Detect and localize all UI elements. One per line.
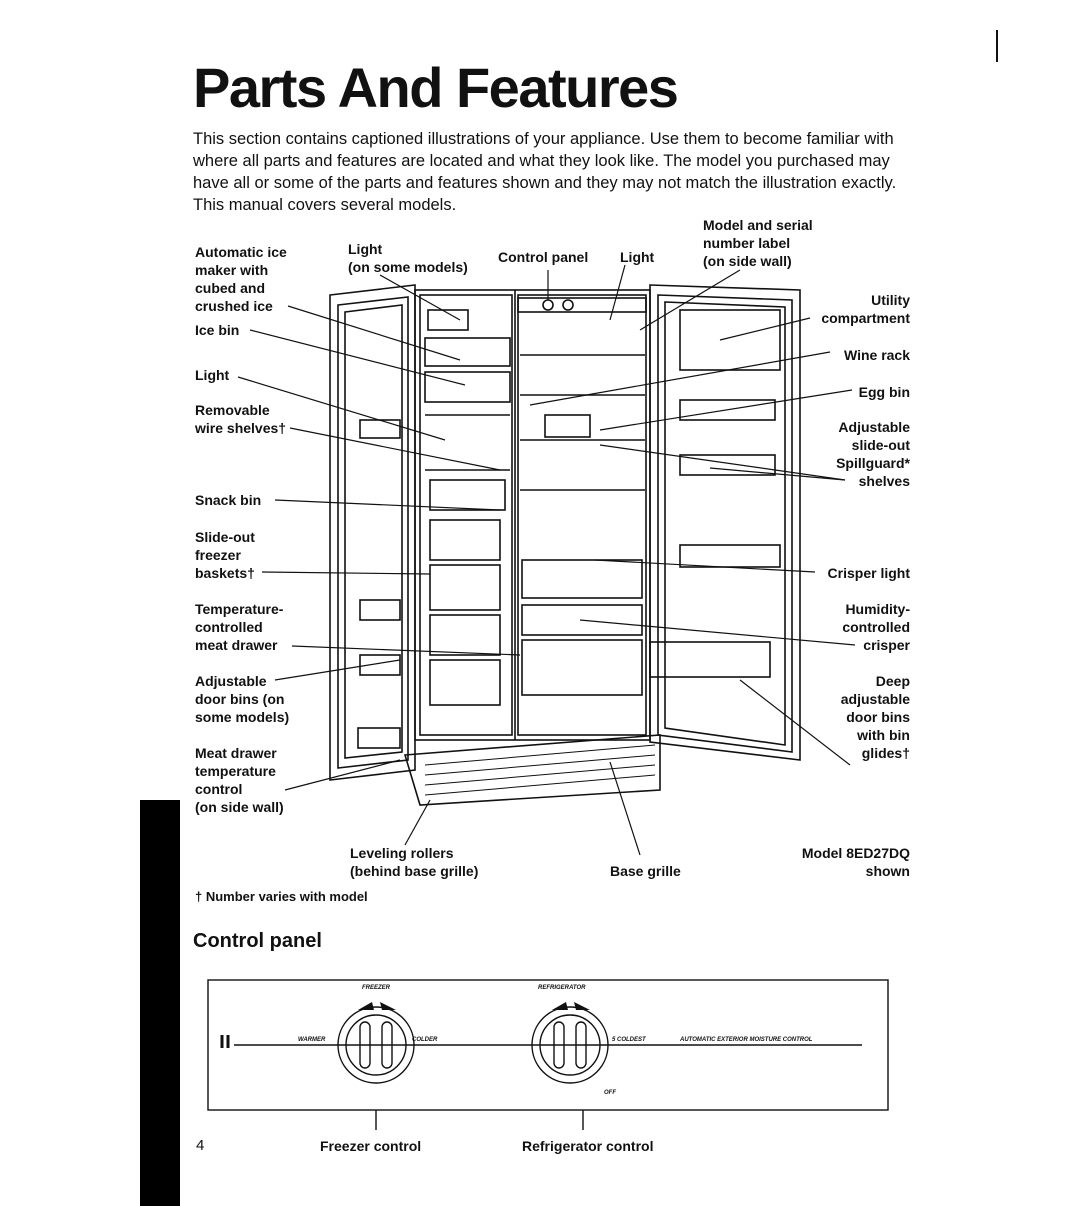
off-label: OFF xyxy=(604,1090,616,1096)
label-ice-bin: Ice bin xyxy=(195,322,240,338)
label-removable-wire-shelves: Removable wire shelves† xyxy=(195,402,287,436)
label-light-top-right: Light xyxy=(620,249,655,265)
label-snack-bin: Snack bin xyxy=(195,492,262,508)
fridge-door xyxy=(649,284,801,761)
label-control-panel: Control panel xyxy=(498,249,589,265)
label-freezer-baskets: Slide-out freezer baskets† xyxy=(195,529,255,581)
label-adjustable-door-bins: Adjustable door bins (on some models) xyxy=(195,673,290,725)
colder-label: COLDER xyxy=(412,1037,438,1043)
label-egg-bin: Egg bin xyxy=(858,384,910,400)
label-meat-drawer-control: Meat drawer temperature control (on side… xyxy=(195,745,284,815)
section-heading-control-panel: Control panel xyxy=(193,930,322,952)
refrigerator-dial xyxy=(531,1006,609,1084)
freezer-title: FREEZER xyxy=(362,985,391,991)
label-crisper-light: Crisper light xyxy=(827,565,910,581)
label-model-shown: Model 8ED27DQ shown xyxy=(801,845,910,879)
label-leveling-rollers: Leveling rollers (behind base grille) xyxy=(350,845,479,879)
moisture-control-label: AUTOMATIC EXTERIOR MOISTURE CONTROL xyxy=(680,1037,813,1043)
footnote: † Number varies with model xyxy=(195,889,368,904)
intro-paragraph: This section contains captioned illustra… xyxy=(193,130,897,214)
page-title: Parts And Features xyxy=(193,56,679,119)
control-panel-box xyxy=(207,979,889,1111)
label-light-top: Light (on some models) xyxy=(348,241,468,275)
refrigerator-control-caption: Refrigerator control xyxy=(522,1138,654,1154)
freezer-dial xyxy=(337,1006,415,1084)
freezer-door xyxy=(329,284,416,781)
label-wine-rack: Wine rack xyxy=(843,347,910,363)
side-tab-bar xyxy=(140,800,180,1206)
label-deep-door-bins: Deep adjustable door bins with bin glide… xyxy=(840,673,910,761)
label-utility-compartment: Utility compartment xyxy=(821,292,910,326)
label-automatic-ice-maker: Automatic ice maker with cubed and crush… xyxy=(195,244,287,314)
warmer-label: WARMER xyxy=(298,1037,326,1043)
label-model-serial: Model and serial number label (on side w… xyxy=(703,217,813,269)
label-spillguard-shelves: Adjustable slide-out Spillguard* shelves xyxy=(836,419,910,489)
page-number: 4 xyxy=(196,1137,205,1154)
label-base-grille: Base grille xyxy=(610,863,681,879)
freezer-control-caption: Freezer control xyxy=(320,1138,422,1154)
label-humidity-crisper: Humidity- controlled crisper xyxy=(842,601,910,653)
refrigerator-title: REFRIGERATOR xyxy=(538,985,586,991)
coldest-label: 5 COLDEST xyxy=(612,1037,646,1043)
label-meat-drawer: Temperature- controlled meat drawer xyxy=(195,601,284,653)
label-light-left: Light xyxy=(195,367,230,383)
corner-mark xyxy=(996,30,998,62)
